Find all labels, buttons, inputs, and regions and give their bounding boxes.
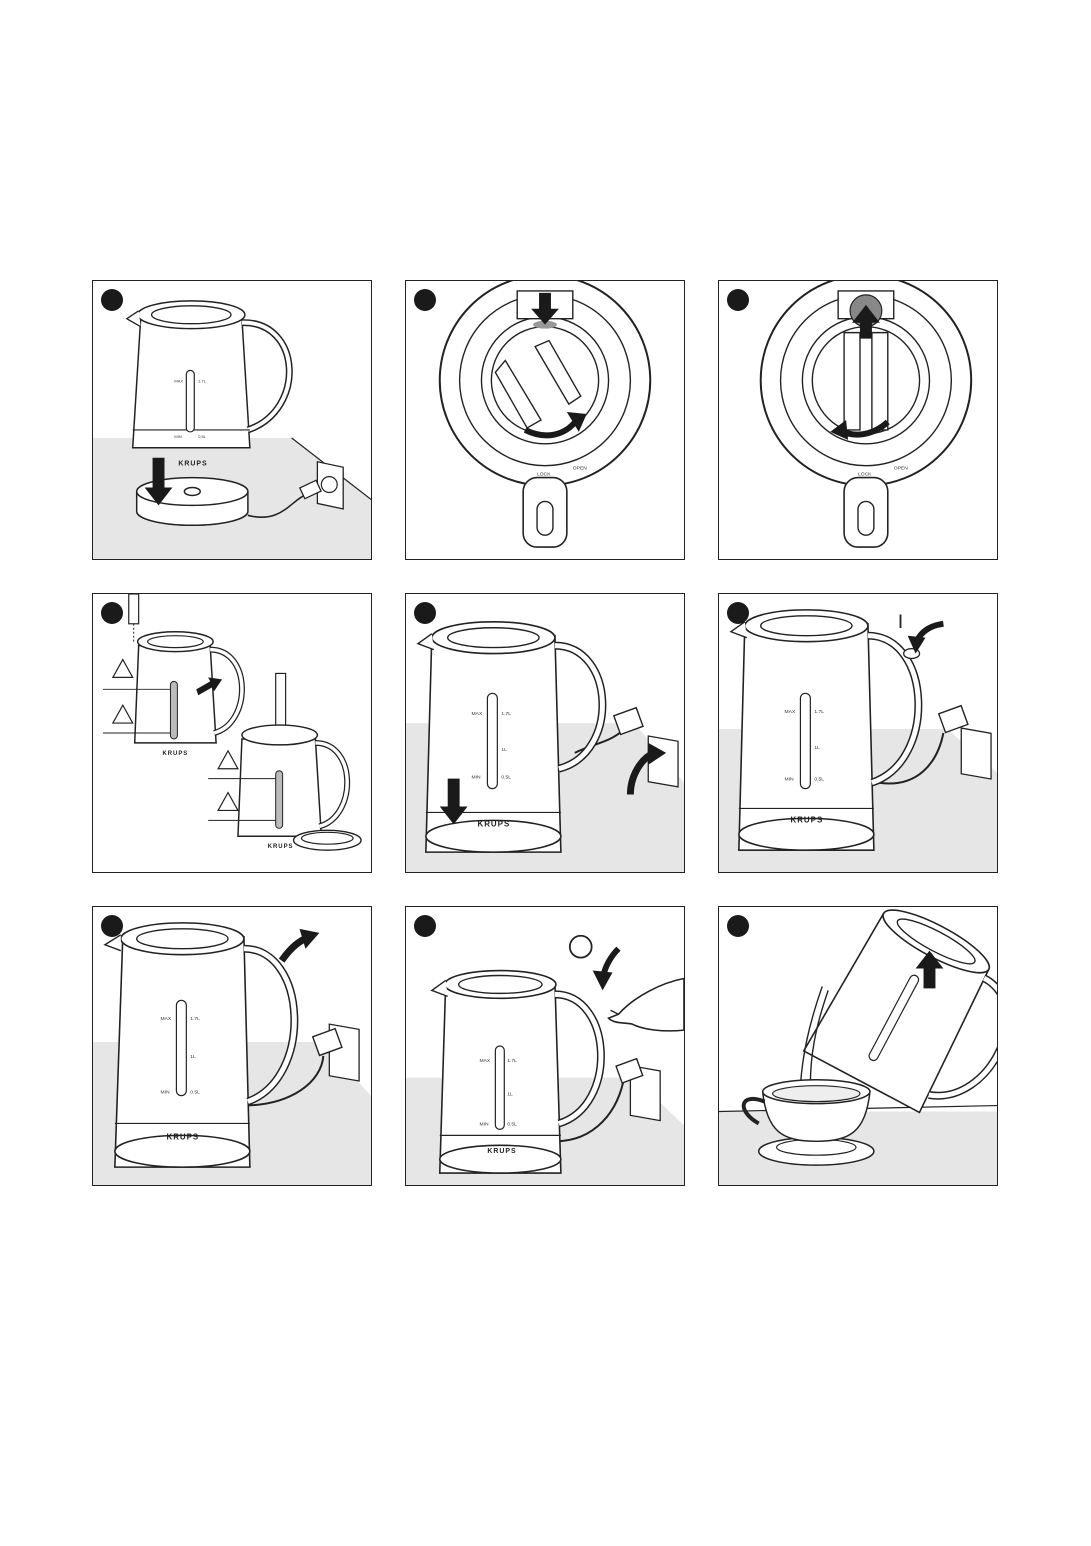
step-number-dot [101, 602, 123, 624]
svg-text:LOCK: LOCK [537, 472, 551, 478]
svg-text:MIN: MIN [174, 434, 181, 439]
step-number-dot [414, 602, 436, 624]
step-2-panel: LOCK OPEN [405, 280, 685, 560]
svg-text:MAX: MAX [174, 378, 183, 383]
step-number-dot [414, 915, 436, 937]
arrow-up-right-icon [300, 929, 320, 949]
svg-text:KRUPS: KRUPS [166, 1132, 199, 1141]
svg-text:LOCK: LOCK [858, 472, 872, 478]
step-6-illustration: MAX 1.7L 1L MIN 0.5L KRUPS I [719, 594, 997, 872]
svg-text:1.7L: 1.7L [198, 378, 207, 383]
svg-text:KRUPS: KRUPS [487, 1148, 516, 1155]
svg-text:MAX: MAX [472, 711, 483, 717]
hand-icon [609, 978, 684, 1030]
svg-text:MAX: MAX [479, 1058, 490, 1064]
step-number-dot [727, 289, 749, 311]
step-5-illustration: MAX 1.7L 1L MIN 0.5L KRUPS [406, 594, 684, 872]
svg-text:1.7L: 1.7L [501, 711, 511, 717]
svg-text:MIN: MIN [161, 1090, 171, 1096]
step-6-panel: MAX 1.7L 1L MIN 0.5L KRUPS I [718, 593, 998, 873]
step-number-dot [414, 289, 436, 311]
step-4-panel: KRUPS KRUPS [92, 593, 372, 873]
warning-triangle-icon [218, 793, 238, 811]
warning-triangle-icon [113, 705, 133, 723]
switch-off-circle-icon [570, 936, 592, 958]
svg-text:1L: 1L [501, 747, 507, 753]
svg-text:KRUPS: KRUPS [163, 751, 189, 757]
step-3-panel: LOCK OPEN [718, 280, 998, 560]
svg-text:1.7L: 1.7L [507, 1058, 517, 1064]
svg-text:MIN: MIN [472, 775, 482, 781]
svg-text:OPEN: OPEN [894, 466, 908, 472]
step-number-dot [101, 289, 123, 311]
svg-text:0.5L: 0.5L [190, 1090, 200, 1096]
brand-label: KRUPS [178, 461, 207, 468]
svg-text:MAX: MAX [161, 1016, 172, 1022]
svg-text:1L: 1L [190, 1054, 196, 1060]
svg-text:0.5L: 0.5L [501, 775, 511, 781]
step-9-illustration: KRUPS [719, 907, 997, 1185]
svg-text:OPEN: OPEN [573, 466, 587, 472]
warning-triangle-icon [218, 751, 238, 769]
step-9-panel: KRUPS [718, 906, 998, 1186]
step-8-panel: MAX 1.7L 1L MIN 0.5L KRUPS O [405, 906, 685, 1186]
svg-text:MAX: MAX [785, 709, 796, 715]
step-8-illustration: MAX 1.7L 1L MIN 0.5L KRUPS O [406, 907, 684, 1185]
svg-text:0.5L: 0.5L [507, 1121, 517, 1127]
svg-text:0.5L: 0.5L [814, 777, 824, 783]
svg-text:MIN: MIN [479, 1121, 489, 1127]
step-7-illustration: MAX 1.7L 1L MIN 0.5L KRUPS [93, 907, 371, 1185]
instruction-grid: MAX 1.7L MIN 0.5L KRUPS LOCK OPEN [92, 280, 998, 1186]
step-number-dot [727, 915, 749, 937]
step-1-illustration: MAX 1.7L MIN 0.5L KRUPS [93, 281, 371, 559]
step-4-illustration: KRUPS KRUPS [93, 594, 371, 872]
svg-text:KRUPS: KRUPS [268, 844, 294, 850]
svg-text:1L: 1L [814, 745, 820, 751]
press-arrow-icon [593, 971, 613, 991]
warning-triangle-icon [113, 660, 133, 678]
step-3-illustration: LOCK OPEN [719, 281, 997, 559]
svg-text:1L: 1L [507, 1092, 513, 1098]
step-1-panel: MAX 1.7L MIN 0.5L KRUPS [92, 280, 372, 560]
step-number-dot [727, 602, 749, 624]
svg-text:MIN: MIN [785, 777, 795, 783]
svg-text:KRUPS: KRUPS [790, 815, 823, 824]
svg-text:0.5L: 0.5L [198, 434, 207, 439]
svg-text:1.7L: 1.7L [814, 709, 824, 715]
step-7-panel: MAX 1.7L 1L MIN 0.5L KRUPS [92, 906, 372, 1186]
step-5-panel: MAX 1.7L 1L MIN 0.5L KRUPS [405, 593, 685, 873]
step-number-dot [101, 915, 123, 937]
switch-on-symbol: I [898, 611, 904, 633]
svg-text:1.7L: 1.7L [190, 1016, 200, 1022]
step-2-illustration: LOCK OPEN [406, 281, 684, 559]
svg-text:KRUPS: KRUPS [477, 819, 510, 828]
